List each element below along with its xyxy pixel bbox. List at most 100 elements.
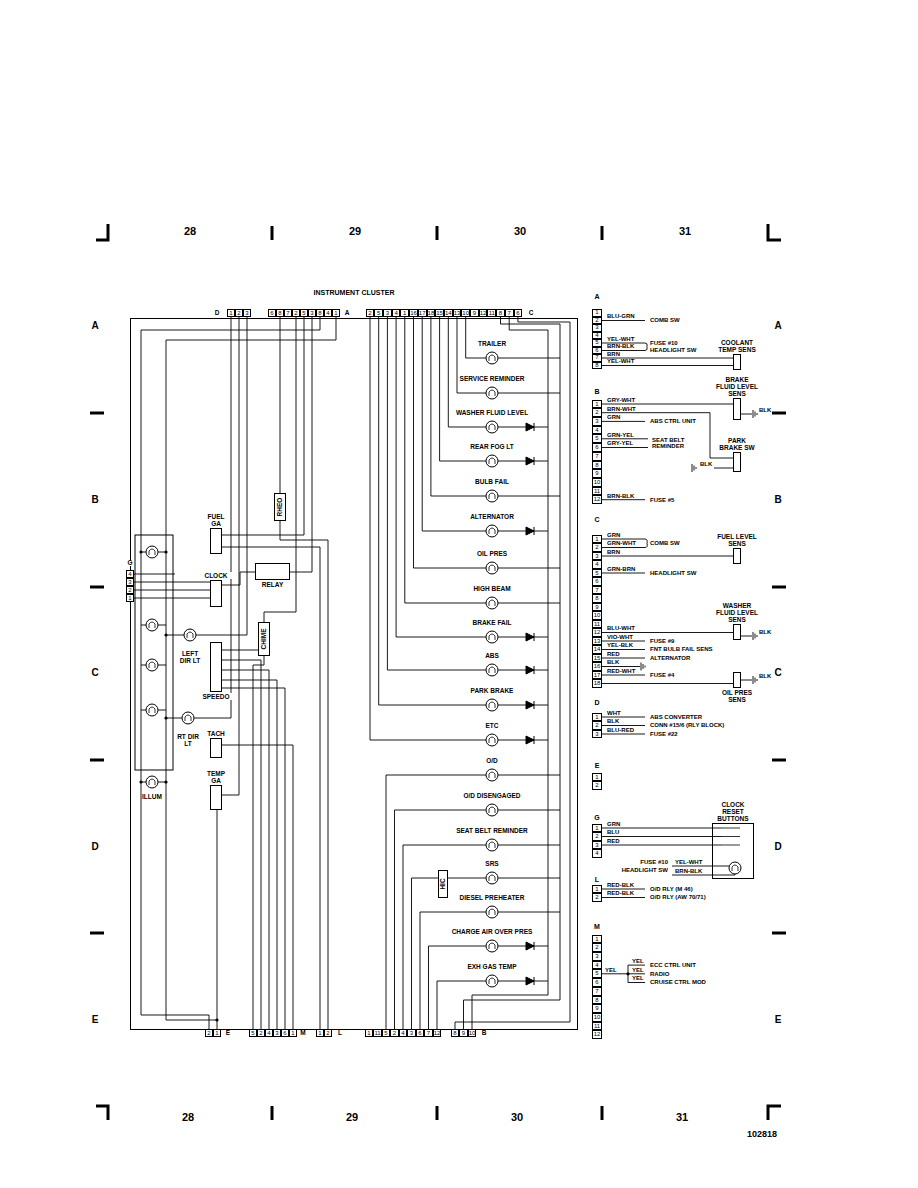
pin-number: 1 (126, 594, 134, 602)
pin-number: 10 (592, 1013, 602, 1022)
indicator-label: M (300, 1030, 305, 1037)
wire-label: YEL-BLK (607, 642, 633, 648)
grid-reference: 28 (184, 226, 196, 238)
wire-label: YEL-WHT (607, 358, 634, 364)
pin-number: 1 (365, 1029, 374, 1037)
indicator-label: A (345, 310, 350, 317)
pin-number: 1 (592, 935, 602, 944)
wire-label: GRN-YEL (607, 432, 634, 438)
wire-label: BLU-WHT (607, 625, 635, 631)
lamp-symbol (146, 659, 158, 671)
grid-reference: C (774, 668, 781, 679)
indicator-label: PARK BRAKE (471, 688, 514, 695)
grid-reference: D (774, 842, 781, 853)
lamp-symbol (486, 975, 498, 987)
pin-number: 1 (592, 400, 602, 409)
pin-number: 2 (390, 1029, 399, 1037)
wire-label: CRUISE CTRL MOD (650, 979, 706, 985)
hic-box: HIC (438, 870, 448, 898)
lamp-wire (498, 775, 560, 776)
lamp-filament (489, 943, 495, 949)
lamp-filament (185, 715, 191, 721)
pin-number: 2 (592, 893, 602, 902)
lamp-wire (498, 461, 548, 462)
grid-reference: 30 (514, 226, 526, 238)
pin-number: 2 (292, 309, 300, 317)
wire-label: BRN-BLK (607, 343, 634, 349)
wire-label: BLU-RED (607, 727, 634, 733)
pin-number: 1 (592, 824, 602, 833)
diode-symbol (526, 977, 534, 985)
component-label: PARK BRAKE SW (717, 437, 757, 451)
pin-number: 2 (366, 309, 375, 317)
wire-label: BRN (607, 351, 620, 357)
lamp-filament (149, 779, 155, 785)
pin-number: 1 (332, 309, 340, 317)
pin-number: 5 (382, 1029, 391, 1037)
pin-number: 18 (427, 309, 436, 317)
wire-label: HEADLIGHT SW (650, 570, 696, 576)
component-label: FUEL LEVEL SENS (715, 533, 759, 547)
lamp-symbol (486, 664, 498, 676)
lamp-filament (149, 622, 155, 628)
ground-symbol (753, 632, 757, 640)
wire-label: FUSE #4 (650, 672, 674, 678)
lamp-wire (498, 637, 548, 638)
wire-label: GRN (607, 532, 620, 538)
wire-label: FNT BULB FAIL SENS (650, 646, 713, 652)
pin-number: 3 (407, 1029, 416, 1037)
junction-dot (139, 550, 142, 553)
wire-label: ABS CONVERTER (650, 714, 702, 720)
lamp-symbol (486, 421, 498, 433)
chime-box: CHIME (258, 622, 270, 656)
wire-label: YEL (632, 975, 644, 981)
pin-number: 2 (126, 586, 134, 594)
cluster-outline: INSTRUMENT CLUSTERFUEL GACLOCKRELAYRHEOC… (130, 318, 578, 1030)
pin-number: 9 (459, 1029, 468, 1037)
wire-label: A (594, 293, 599, 300)
wire-label: RED-BLK (607, 882, 634, 888)
pin-number: 16 (592, 662, 602, 671)
wire-label: BLU-GRN (607, 313, 635, 319)
junction-dot (164, 780, 167, 783)
pin-number: 1 (592, 773, 602, 782)
pin-number: 5 (592, 569, 602, 578)
pin-number: 7 (592, 354, 602, 362)
indicator-label: SRS (485, 861, 498, 868)
diode-symbol (526, 457, 534, 465)
component-label: BRAKE FLUID LEVEL SENS (715, 376, 759, 397)
grid-reference: B (91, 495, 98, 506)
wire-label: L (595, 876, 599, 883)
wire-label: YEL-WHT (675, 859, 702, 865)
grid-reference: 102818 (747, 1130, 777, 1139)
diode-symbol (526, 701, 534, 709)
pin-number: 1 (289, 1029, 297, 1037)
grid-reference: D (91, 842, 98, 853)
lamp-symbol (729, 862, 741, 874)
wire-label: GRY-WHT (607, 397, 635, 403)
lamp-filament (732, 865, 738, 871)
pin-number: 1 (592, 885, 602, 894)
wire-label: BLU (607, 829, 619, 835)
lamp-filament (489, 807, 495, 813)
junction-dot (164, 633, 167, 636)
pin-number: 5 (592, 434, 602, 443)
pin-number: 9 (470, 309, 479, 317)
component-label: HIC (439, 878, 446, 889)
wire-label: GRN-BRN (607, 566, 635, 572)
lamp-wire (498, 531, 548, 532)
lamp-wire (498, 845, 560, 846)
lamp-wire (498, 427, 548, 428)
pin-number: 8 (592, 996, 602, 1005)
pin-number: 9 (592, 469, 602, 478)
wire-label: SEAT BELT REMINDER (652, 437, 698, 450)
lamp-filament (489, 424, 495, 430)
pin-number: 3 (592, 841, 602, 850)
lamp-symbol (486, 352, 498, 364)
pin-number: 8 (592, 461, 602, 470)
indicator-label: O/D (486, 758, 498, 765)
pin-number: 5 (592, 969, 602, 978)
button-contacts (722, 828, 740, 845)
gauge-wires (134, 317, 336, 1029)
pin-number: 11 (487, 309, 496, 317)
